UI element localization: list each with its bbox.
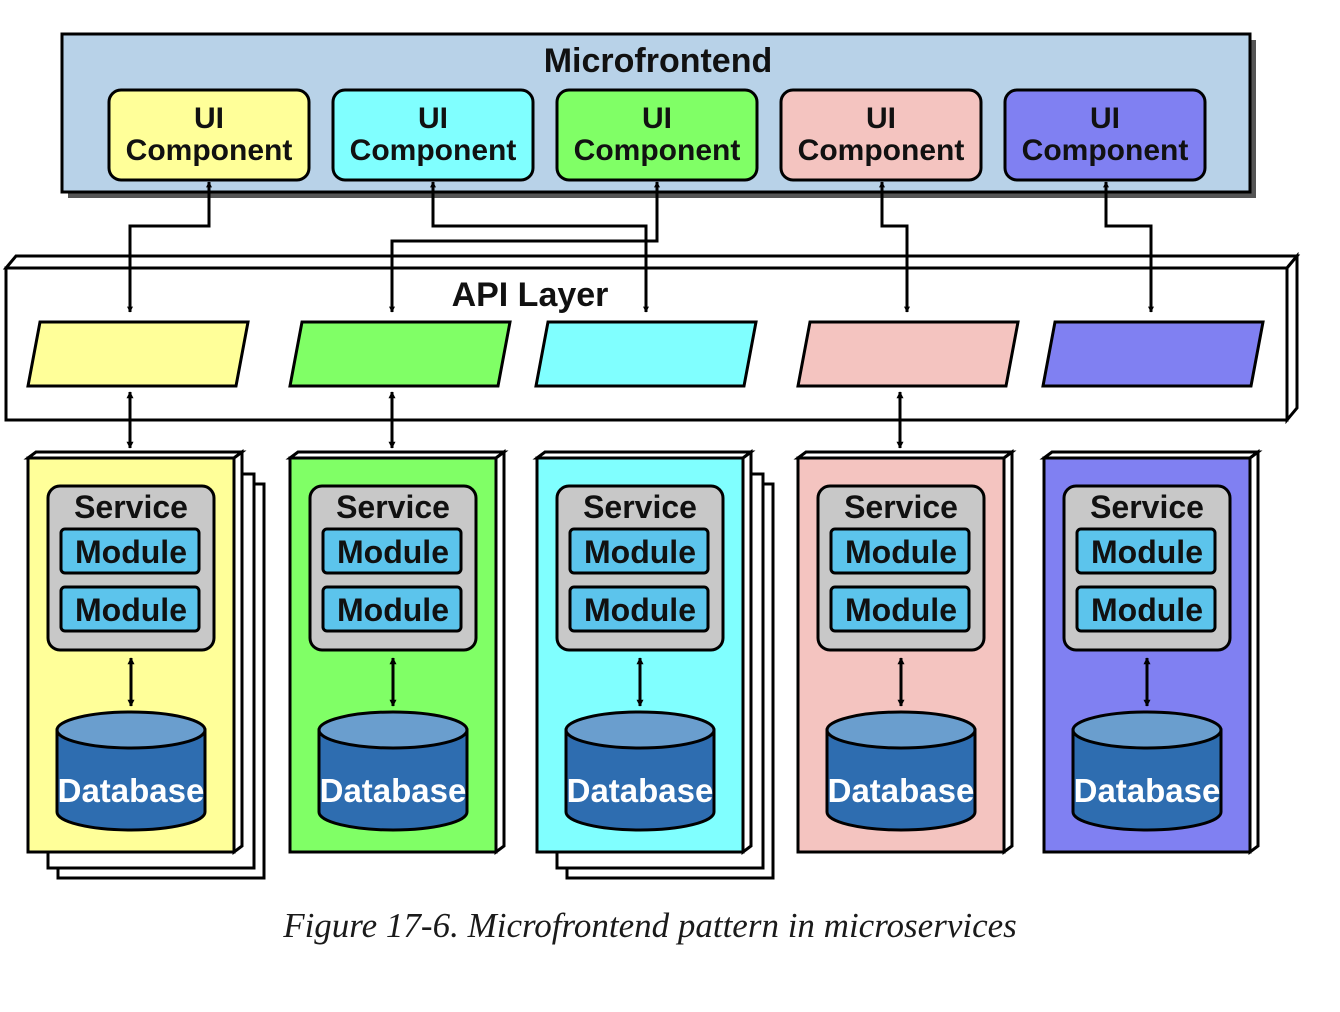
database-top	[825, 710, 977, 750]
module-box	[568, 585, 710, 633]
module-box	[321, 585, 463, 633]
module-label: Module	[1091, 592, 1203, 628]
module-label: Module	[337, 534, 449, 570]
database-label: Database	[567, 772, 714, 809]
ui-component-label-line2: Component	[574, 134, 741, 167]
ui-component-box	[555, 88, 759, 182]
module-box	[59, 527, 201, 575]
api-endpoints	[26, 320, 1265, 388]
database-body	[825, 728, 977, 832]
ui-component-box	[779, 88, 983, 182]
ui-components: UIComponentUIComponentUIComponentUICompo…	[107, 88, 1207, 182]
service-label: Service	[844, 489, 958, 525]
module-label: Module	[845, 592, 957, 628]
database-label: Database	[828, 772, 975, 809]
module-label: Module	[845, 534, 957, 570]
api-layer-title: API Layer	[452, 276, 609, 314]
ui-component-label-line1: UI	[1090, 102, 1120, 135]
database-top	[55, 710, 207, 750]
database-label: Database	[320, 772, 467, 809]
figure-caption: Figure 17-6. Microfrontend pattern in mi…	[283, 906, 1017, 945]
module-label: Module	[584, 534, 696, 570]
ui-component-box	[107, 88, 311, 182]
ui-component-label-line1: UI	[418, 102, 448, 135]
module-label: Module	[584, 592, 696, 628]
module-box	[829, 585, 971, 633]
api-endpoint	[288, 320, 512, 388]
ui-component-label-line2: Component	[350, 134, 517, 167]
database-label: Database	[58, 772, 205, 809]
microfrontend-title: Microfrontend	[544, 42, 773, 80]
connectors	[126, 181, 1154, 449]
database-body	[55, 728, 207, 832]
connector-ui3-api2	[389, 181, 660, 313]
database-body	[564, 728, 716, 832]
ui-component-label-line1: UI	[642, 102, 672, 135]
database-top	[317, 710, 469, 750]
api-endpoint	[534, 320, 758, 388]
service-label: Service	[74, 489, 188, 525]
database-label: Database	[1074, 772, 1221, 809]
module-label: Module	[75, 534, 187, 570]
service-columns: ServiceModuleModuleDatabaseServiceModule…	[23, 449, 1263, 880]
ui-component-label-line2: Component	[126, 134, 293, 167]
ui-component-label-line1: UI	[866, 102, 896, 135]
api-endpoint	[796, 320, 1020, 388]
module-label: Module	[75, 592, 187, 628]
database-top	[564, 710, 716, 750]
connector-ui5-api5	[1103, 181, 1154, 313]
module-label: Module	[1091, 534, 1203, 570]
module-box	[568, 527, 710, 575]
ui-component-box	[331, 88, 535, 182]
module-label: Module	[337, 592, 449, 628]
connector-ui4-api4	[879, 181, 910, 313]
service-label: Service	[336, 489, 450, 525]
module-box	[321, 527, 463, 575]
ui-component-label-line2: Component	[1022, 134, 1189, 167]
api-endpoint	[1041, 320, 1265, 388]
connector-ui1-api1	[127, 181, 212, 313]
module-box	[59, 585, 201, 633]
module-box	[1075, 527, 1217, 575]
ui-component-label-line2: Component	[798, 134, 965, 167]
ui-component-box	[1003, 88, 1207, 182]
module-box	[1075, 585, 1217, 633]
service-label: Service	[1090, 489, 1204, 525]
ui-component-label-line1: UI	[194, 102, 224, 135]
database-body	[1071, 728, 1223, 832]
api-endpoint	[26, 320, 250, 388]
module-box	[829, 527, 971, 575]
service-label: Service	[583, 489, 697, 525]
database-top	[1071, 710, 1223, 750]
database-body	[317, 728, 469, 832]
